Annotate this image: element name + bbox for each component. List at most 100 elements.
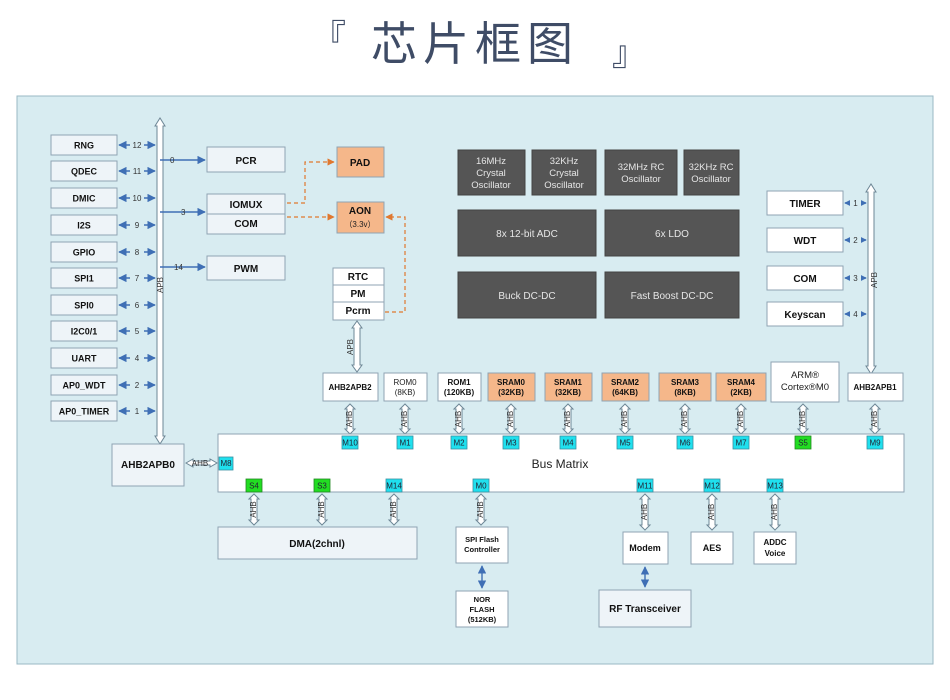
left-peripheral-label: AP0_WDT	[62, 381, 106, 391]
ahb-connector-label: AHB	[736, 411, 745, 427]
port: M7	[732, 435, 750, 450]
apb1-bus: APB	[865, 183, 879, 375]
buck-block: Buck DC-DC	[457, 271, 597, 319]
rc-32khz: 32KHz RC Oscillator	[683, 149, 740, 196]
rom0-line2: (8KB)	[395, 388, 416, 397]
sram0-line1: SRAM0	[497, 378, 526, 387]
port-label: M3	[505, 439, 517, 448]
osc32k-line1: 32KHz	[550, 156, 579, 167]
pad-label: PAD	[350, 158, 370, 169]
ahb2apb2-label: AHB2APB2	[328, 383, 372, 392]
apb2-bus-label: APB	[346, 339, 355, 355]
rom1-line2: (120KB)	[444, 388, 475, 397]
port: M6	[676, 435, 694, 450]
ahb-connector-label: AHB	[506, 411, 515, 427]
pwm-block: PWM	[206, 255, 286, 281]
right-peripheral-label: Keyscan	[784, 310, 825, 321]
right-peripheral-label: TIMER	[789, 199, 821, 210]
addc-line1: ADDC	[763, 538, 786, 547]
left-peripheral-index: 10	[133, 194, 142, 203]
com-label: COM	[234, 219, 257, 230]
ahb-connector: AHB	[452, 403, 466, 435]
left-peripheral: SPI1 7	[50, 267, 156, 289]
osc16-line3: Oscillator	[471, 180, 511, 191]
title-left-bracket: 『	[312, 18, 346, 58]
ahb-connector-label: AHB	[454, 411, 463, 427]
rom1-line1: ROM1	[447, 378, 471, 387]
left-peripheral-label: SPI1	[74, 274, 94, 284]
ahb2apb1-label: AHB2APB1	[853, 383, 897, 392]
port-m8: M8	[218, 456, 234, 471]
sram0-line2: (32KB)	[498, 388, 524, 397]
ldo-label: 6x LDO	[655, 229, 689, 240]
sram1-box	[544, 372, 593, 402]
ahb2apb0-link	[184, 458, 219, 468]
ahb-connector-label: AHB	[620, 411, 629, 427]
left-peripheral-index: 1	[135, 407, 140, 416]
ahb-connector-label: AHB	[476, 501, 485, 517]
title-area: 『 芯片框图 』	[0, 0, 950, 90]
ahb-connector: AHB	[796, 403, 810, 435]
link-label-iomux: 3	[181, 208, 186, 217]
rtc-pm-pcrm-block: RTC PM Pcrm	[332, 267, 385, 321]
ahb2apb2-box	[322, 372, 379, 402]
aon-voltage: （3.3v）	[344, 220, 375, 229]
link-label-pwm: 14	[174, 263, 183, 272]
left-peripheral-index: 11	[133, 167, 142, 176]
rf-label: RF Transceiver	[609, 604, 681, 615]
ahb-connector-label: AHB	[640, 504, 649, 520]
adc-block: 8x 12-bit ADC	[457, 209, 597, 257]
port-label: S4	[249, 482, 259, 491]
right-peripheral-index: 1	[853, 199, 858, 208]
sram3-line2: (8KB)	[674, 388, 696, 397]
osc-32khz: 32KHz Crystal Oscillator	[531, 149, 597, 196]
port: M5	[616, 435, 634, 450]
rc-32mhz: 32MHz RC Oscillator	[604, 149, 678, 196]
ahb-connector: AHB	[678, 403, 692, 435]
left-peripheral-label: GPIO	[73, 248, 96, 258]
port-label: M6	[679, 439, 691, 448]
port-label: M0	[475, 482, 487, 491]
modem-label: Modem	[629, 543, 661, 553]
left-peripheral-index: 7	[135, 274, 140, 283]
osc16-line1: 16MHz	[476, 156, 506, 167]
apb0-bus-label: APB	[156, 277, 165, 293]
port-label: M1	[399, 439, 411, 448]
nor-line2: FLASH	[470, 605, 495, 614]
port-label: M12	[704, 482, 720, 491]
port: M0	[472, 478, 490, 493]
right-peripheral: TIMER 1	[766, 190, 867, 216]
sram3-box	[658, 372, 712, 402]
ahb-connector-label: AHB	[870, 411, 879, 427]
ahb-connector: AHB	[504, 403, 518, 435]
arm-cortex-box	[770, 361, 840, 403]
bus-matrix-label: Bus Matrix	[532, 457, 589, 471]
addc-line2: Voice	[765, 549, 786, 558]
ahb-connector: AHB	[705, 493, 719, 531]
right-peripheral-index: 2	[853, 236, 858, 245]
boost-block: Fast Boost DC-DC	[604, 271, 740, 319]
left-peripheral-label: RNG	[74, 141, 94, 151]
left-peripheral-index: 9	[135, 221, 140, 230]
spi-flash-line1: SPI Flash	[465, 535, 499, 544]
left-peripheral-label: AP0_TIMER	[59, 407, 110, 417]
boost-label: Fast Boost DC-DC	[631, 291, 714, 302]
nor-line3: (512KB)	[468, 615, 497, 624]
ahb2apb0-link-label: AHB	[192, 459, 208, 468]
buck-label: Buck DC-DC	[498, 291, 555, 302]
port-label: S3	[317, 482, 327, 491]
dma-label: DMA(2chnl)	[289, 539, 345, 550]
ahb-connector: AHB	[868, 403, 882, 435]
sram4-line2: (2KB)	[730, 388, 752, 397]
dma-block: DMA(2chnl)	[217, 526, 418, 560]
sram4-line1: SRAM4	[727, 378, 756, 387]
nor-flash-block: NOR FLASH (512KB)	[455, 590, 509, 628]
ahb-connector-label: AHB	[389, 501, 398, 517]
rom0-line1: ROM0	[393, 378, 417, 387]
sram1-line1: SRAM1	[554, 378, 583, 387]
